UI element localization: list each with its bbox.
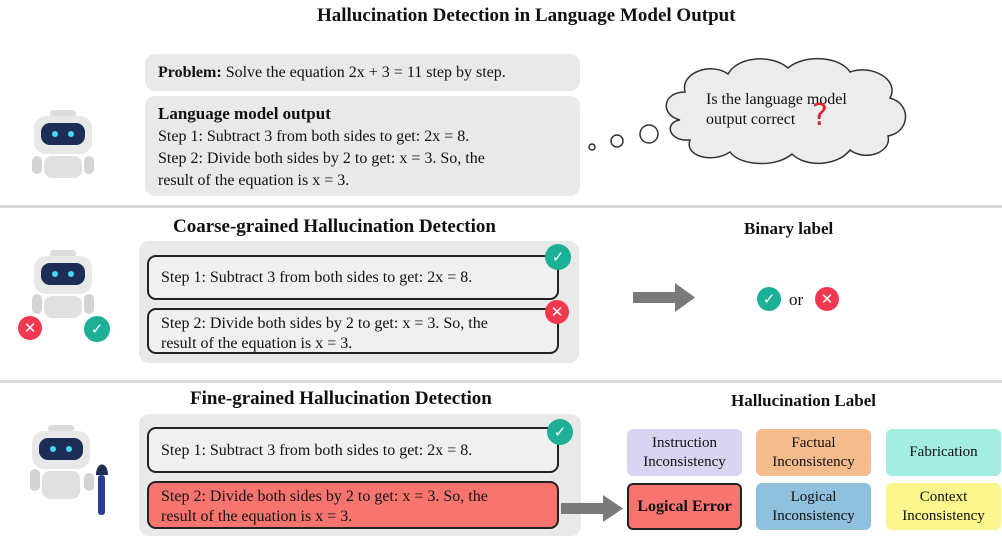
incorrect-icon: ✕ <box>18 316 42 340</box>
fine-step-1: Step 1: Subtract 3 from both sides to ge… <box>147 427 559 473</box>
coarse-robot <box>24 248 114 348</box>
output-line-3: result of the equation is x = 3. <box>158 172 350 189</box>
thought-cloud <box>588 57 907 165</box>
coarse-step-1: Step 1: Subtract 3 from both sides to ge… <box>147 255 559 300</box>
coarse-step-2-line-2: result of the equation is x = 3. <box>161 335 353 352</box>
binary-label-title: Binary label <box>744 219 834 238</box>
question-mark-icon: ? <box>812 98 828 133</box>
hallucination-label-text: Instruction <box>651 434 717 451</box>
coarse-step-1-correct-icon: ✓ <box>545 244 571 270</box>
coarse-title: Coarse-grained Hallucination Detection <box>173 216 496 237</box>
coarse-step-1-text: Step 1: Subtract 3 from both sides to ge… <box>161 269 473 286</box>
fine-title: Fine-grained Hallucination Detection <box>190 388 492 409</box>
output-box: Language model output Step 1: Subtract 3… <box>145 96 580 196</box>
fine-step-2-line-2: result of the equation is x = 3. <box>161 508 353 525</box>
hallucination-label-text: Inconsistency <box>772 507 855 524</box>
correct-icon: ✓ <box>84 316 110 342</box>
fine-robot <box>22 425 114 525</box>
hallucination-label-text: Logical <box>790 488 837 505</box>
divider-1 <box>0 205 1002 208</box>
hallucination-label-text: Inconsistency <box>772 453 855 470</box>
binary-correct-icon: ✓ <box>757 287 781 311</box>
hallucination-label-text: Context <box>919 488 968 505</box>
fine-step-1-text: Step 1: Subtract 3 from both sides to ge… <box>161 442 473 459</box>
problem-text: Solve the equation 2x + 3 = 11 step by s… <box>225 64 506 81</box>
robot-icon <box>30 425 108 515</box>
arrow-icon <box>561 495 623 522</box>
page-title: Hallucination Detection in Language Mode… <box>317 5 736 26</box>
coarse-step-2-incorrect-icon: ✕ <box>545 300 569 324</box>
hallucination-label-3: Logical Error <box>627 483 742 530</box>
fine-step-1-correct-icon: ✓ <box>547 419 573 445</box>
hallucination-label-text: Factual <box>791 434 836 451</box>
coarse-step-2: Step 2: Divide both sides by 2 to get: x… <box>147 308 559 354</box>
hallucination-label-text: Inconsistency <box>902 507 985 524</box>
arrow-icon <box>633 283 695 312</box>
binary-incorrect-icon: ✕ <box>815 287 839 311</box>
top-robot <box>28 110 98 180</box>
thought-line-2: output correct <box>706 111 796 128</box>
robot-icon <box>32 250 94 318</box>
problem-box: Problem: Solve the equation 2x + 3 = 11 … <box>145 54 580 91</box>
output-line-1: Step 1: Subtract 3 from both sides to ge… <box>158 128 470 145</box>
output-line-2: Step 2: Divide both sides by 2 to get: x… <box>158 150 485 167</box>
hallucination-label-text: Inconsistency <box>643 453 726 470</box>
hallucination-label-2: Fabrication <box>886 429 1001 476</box>
hallucination-label-text: Fabrication <box>909 444 978 460</box>
or-text: or <box>789 290 804 309</box>
coarse-step-2-line-1: Step 2: Divide both sides by 2 to get: x… <box>161 315 488 332</box>
divider-2 <box>0 380 1002 383</box>
thought-line-1: Is the language model <box>706 91 847 108</box>
hallucination-label-text: Logical Error <box>637 498 732 515</box>
output-title: Language model output <box>158 104 331 123</box>
hallucination-label-title: Hallucination Label <box>731 391 876 410</box>
robot-icon <box>32 110 94 178</box>
fine-step-2-line-1: Step 2: Divide both sides by 2 to get: x… <box>161 488 488 505</box>
problem-label: Problem: <box>158 64 222 81</box>
fine-step-2-error: Step 2: Divide both sides by 2 to get: x… <box>147 481 559 529</box>
